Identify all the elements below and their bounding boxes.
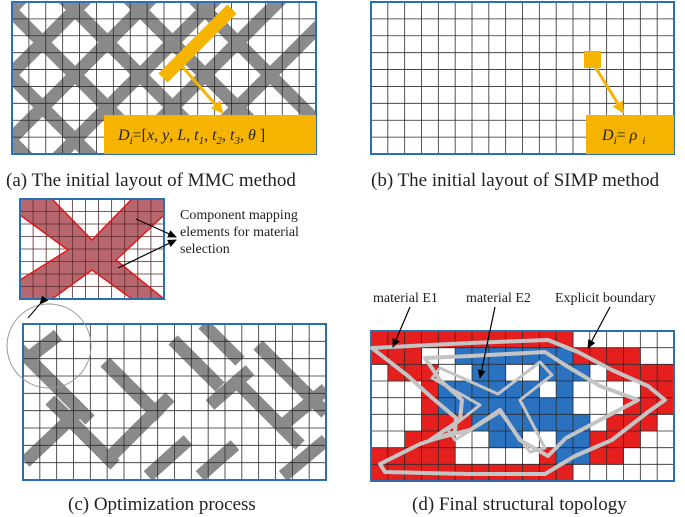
material-e2-cell bbox=[556, 397, 574, 415]
material-e1-cell bbox=[606, 347, 624, 365]
material-e2-cell bbox=[505, 347, 523, 365]
material-e2-cell bbox=[488, 414, 507, 432]
mapping-annotation: Component mapping elements for material … bbox=[180, 208, 302, 257]
material-e1-cell bbox=[606, 414, 624, 432]
panel-a-orange-arrow bbox=[178, 63, 224, 114]
explicit-boundary-outer bbox=[370, 338, 667, 476]
material-e2-cell bbox=[573, 431, 591, 449]
label-explicit-boundary: Explicit boundary bbox=[555, 291, 656, 306]
material-e2-cell bbox=[505, 381, 523, 399]
mapping-inset bbox=[19, 198, 167, 300]
material-e1-cell bbox=[438, 447, 456, 465]
material-e1-cell bbox=[606, 447, 624, 465]
material-e1-cell bbox=[387, 347, 406, 365]
panel-c-grid bbox=[23, 324, 326, 480]
material-e2-cell bbox=[488, 381, 507, 399]
panel-b-orange-arrow bbox=[594, 67, 625, 114]
panel-b-frame bbox=[370, 1, 675, 155]
material-e1-cell bbox=[421, 414, 439, 432]
material-e1-cell bbox=[657, 381, 675, 399]
material-e1-cell bbox=[589, 447, 608, 465]
material-e1-cell bbox=[657, 364, 675, 382]
panel-d-frame bbox=[370, 330, 675, 482]
material-e2-cell bbox=[539, 397, 557, 415]
panel-c: Component mapping elements for material … bbox=[6, 198, 327, 515]
material-e1-cell bbox=[371, 331, 389, 349]
panel-a: Di=[x, y, L, t1, t2, t3, θ ] (a) The ini… bbox=[6, 1, 317, 191]
material-e1-cell bbox=[640, 414, 658, 432]
mapping-inset-frame bbox=[19, 198, 165, 300]
panel-b-formula-box bbox=[586, 115, 674, 154]
highlighted-component bbox=[158, 4, 237, 83]
arrow-explicit-boundary bbox=[587, 306, 611, 349]
material-e1-cell bbox=[488, 331, 507, 349]
label-material-e1: material E1 bbox=[373, 291, 438, 306]
panel-c-caption: (c) Optimization process bbox=[68, 494, 256, 515]
panel-a-caption: (a) The initial layout of MMC method bbox=[6, 170, 296, 191]
material-e1-cell bbox=[404, 447, 422, 465]
panel-c-frame bbox=[22, 323, 327, 481]
panel-d-caption: (d) Final structural topology bbox=[412, 494, 627, 515]
mapping-inset-grid bbox=[20, 199, 164, 299]
material-e1-cell bbox=[421, 447, 439, 465]
explicit-boundary-inner bbox=[423, 350, 640, 458]
material-e2-cell bbox=[556, 414, 574, 432]
arrow-material-e2 bbox=[477, 306, 496, 379]
panel-a-formula-box bbox=[104, 115, 316, 154]
panel-d: material E1 material E2 Explicit boundar… bbox=[370, 291, 675, 515]
material-e1-cell bbox=[556, 464, 574, 482]
explicit-boundary-e2 bbox=[430, 360, 554, 454]
material-e2-cell bbox=[556, 381, 574, 399]
zoom-arrow bbox=[27, 295, 49, 319]
panel-b-caption: (b) The initial layout of SIMP method bbox=[371, 170, 660, 191]
panel-a-formula: Di=[x, y, L, t1, t2, t3, θ ] bbox=[117, 127, 265, 147]
material-e1-cell bbox=[623, 431, 641, 449]
material-e2-cell bbox=[539, 414, 557, 432]
mapping-arrow-2 bbox=[117, 239, 177, 269]
material-e2-cell bbox=[438, 397, 456, 415]
material-e2-cell bbox=[505, 397, 523, 415]
material-e1-cell bbox=[623, 347, 641, 365]
material-e2-cell bbox=[488, 431, 507, 449]
material-e2-cell bbox=[522, 347, 540, 365]
arrow-material-e1 bbox=[392, 306, 411, 348]
zoom-circle bbox=[6, 303, 92, 389]
material-e1-cell bbox=[640, 364, 658, 382]
label-material-e2: material E2 bbox=[466, 291, 531, 306]
material-e2-cell bbox=[488, 364, 507, 382]
material-e2-cell bbox=[539, 364, 557, 382]
material-e1-cell bbox=[404, 347, 422, 365]
panel-b-highlight-element bbox=[584, 51, 601, 68]
panel-c-components bbox=[23, 324, 326, 480]
mapping-arrow-1 bbox=[135, 218, 177, 238]
